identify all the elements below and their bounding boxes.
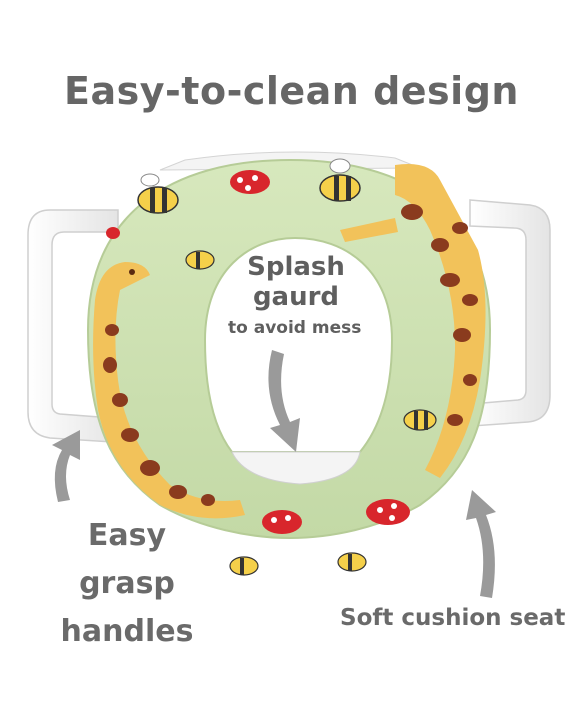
handles-line-3: handles: [60, 614, 194, 649]
ladybug-icon: [106, 227, 120, 239]
giraffe-right-icon: [340, 164, 486, 478]
bee-icon: [229, 556, 259, 576]
arrow-down-icon: [268, 350, 300, 452]
headline: Easy-to-clean design: [64, 69, 519, 113]
splash-guard-sub: to avoid mess: [228, 318, 362, 338]
splash-guard: [231, 451, 361, 485]
splash-line-1: Splash: [247, 252, 345, 282]
handles-line-2: grasp: [79, 566, 175, 601]
handles-label: Easy grasp handles: [42, 512, 212, 656]
bee-icon: [337, 552, 367, 572]
bee-icon: [185, 250, 215, 270]
bee-icon: [403, 409, 437, 431]
bee-icon: [319, 158, 361, 202]
cushion-label: Soft cushion seat: [340, 605, 566, 631]
giraffe-left-icon: [93, 262, 245, 519]
arrow-up-right-icon: [466, 490, 496, 598]
arrow-up-left-icon: [52, 430, 80, 502]
splash-line-2: gaurd: [252, 282, 340, 312]
ladybug-icon: [366, 499, 410, 525]
ladybug-icon: [262, 510, 302, 534]
handles-line-1: Easy: [87, 518, 167, 553]
ladybug-icon: [230, 170, 270, 194]
splash-guard-label: Splash gaurd: [236, 252, 356, 312]
bee-icon: [137, 173, 179, 214]
